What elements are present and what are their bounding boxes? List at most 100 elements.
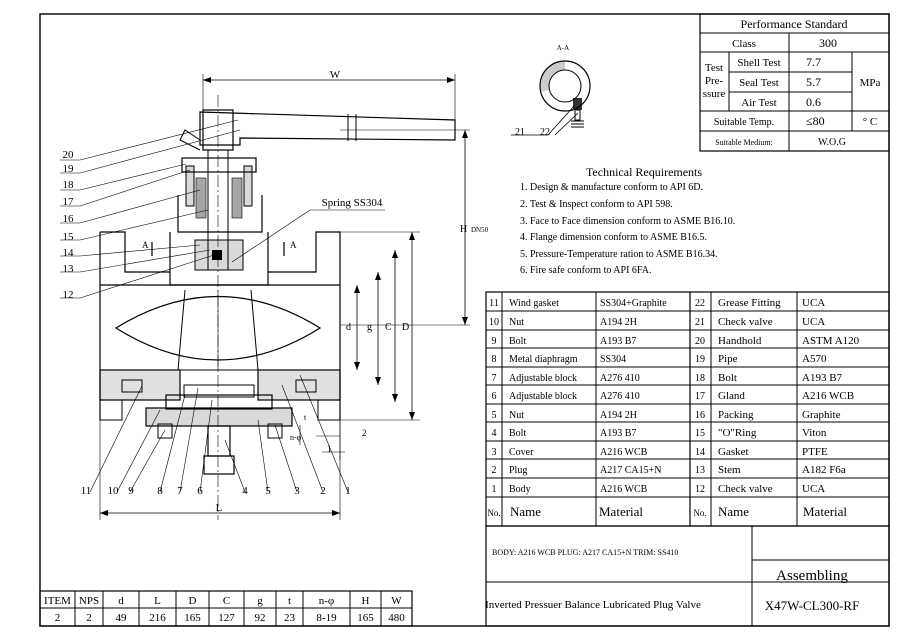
callout-2: 2 — [320, 485, 326, 497]
part-no-2: 12 — [695, 484, 705, 495]
part-material-2: PTFE — [802, 446, 828, 458]
callout-10: 10 — [108, 485, 120, 497]
technical-requirements: Technical Requirements 1. Design & manuf… — [520, 165, 735, 276]
dim-header-cell: D — [189, 595, 197, 607]
part-no-2: 18 — [695, 373, 705, 384]
part-name: Cover — [509, 447, 534, 458]
seal-test-label: Seal Test — [739, 77, 779, 89]
air-test-value: 0.6 — [806, 95, 821, 109]
part-no: 2 — [492, 465, 497, 476]
medium-value: W.O.G — [818, 137, 846, 148]
part-material-2: UCA — [802, 316, 825, 328]
dim-value-cell: 92 — [255, 612, 266, 624]
requirements-title: Technical Requirements — [586, 165, 702, 179]
part-material: A193 B7 — [600, 428, 636, 439]
parts-header-no: No. — [487, 508, 500, 518]
callout-8: 8 — [157, 485, 163, 497]
callout-6: 6 — [197, 485, 203, 497]
dim-1-label: 1 — [327, 444, 332, 454]
part-no-2: 16 — [695, 410, 705, 421]
dim-c-label: C — [385, 322, 392, 333]
part-material: A216 WCB — [600, 484, 648, 495]
parts-header-name: Name — [510, 504, 541, 519]
part-no-2: 22 — [695, 298, 705, 309]
part-no-2: 19 — [695, 354, 705, 365]
small-tag: DN50 — [471, 226, 489, 234]
part-no-2: 14 — [695, 447, 705, 458]
part-name: Plug — [509, 465, 527, 476]
part-name-2: Packing — [718, 409, 754, 421]
drawing-labels: W L DN50 A A Spring SS304 H D C g d n-φ … — [63, 69, 489, 514]
dim-value-cell: 127 — [218, 612, 235, 624]
dim-header-cell: H — [362, 595, 370, 607]
part-material: A216 WCB — [600, 447, 648, 458]
callout-21: 21 — [515, 127, 525, 138]
dim-d-small-label: d — [346, 322, 351, 333]
callout-20: 20 — [63, 149, 75, 161]
callout-18: 18 — [63, 179, 75, 191]
part-no: 4 — [492, 428, 497, 439]
part-name-2: Gasket — [718, 446, 749, 458]
dim-value-cell: 480 — [388, 612, 405, 624]
dim-header-cell: d — [118, 595, 124, 607]
dimension-table: ITEM2NPS2d49L216D165C127g92t23n-φ8-19H16… — [39, 590, 413, 627]
parts-header-no-2: No. — [693, 508, 706, 518]
part-no: 10 — [489, 317, 499, 328]
part-material: A217 CA15+N — [600, 465, 661, 476]
callout-15: 15 — [63, 231, 75, 243]
dim-g-label: g — [367, 322, 372, 333]
part-material-2: A182 F6a — [802, 464, 846, 476]
part-no-2: 15 — [695, 428, 705, 439]
part-no: 9 — [492, 336, 497, 347]
dim-value-cell: 216 — [149, 612, 166, 624]
valve-description: Inverted Pressuer Balance Lubricated Plu… — [485, 599, 701, 611]
dim-h-label: H — [460, 224, 467, 235]
temp-label: Suitable Temp. — [714, 117, 774, 128]
part-name-2: Stem — [718, 464, 741, 476]
requirement-item-1: 1. Design & manufacture conform to API 6… — [520, 182, 703, 193]
part-no: 5 — [492, 410, 497, 421]
part-name-2: "O"Ring — [718, 427, 757, 439]
part-name: Nut — [509, 410, 524, 421]
dim-header-cell: g — [257, 595, 263, 607]
part-no: 6 — [492, 391, 497, 402]
section-marker-right: A — [290, 240, 297, 250]
callout-3: 3 — [294, 485, 300, 497]
part-material: SS304 — [600, 354, 626, 365]
dim-nphi-label: n-φ — [290, 433, 302, 442]
part-no-2: 13 — [695, 465, 705, 476]
part-name: Nut — [509, 317, 524, 328]
section-marker-left: A — [142, 240, 149, 250]
part-name: Body — [509, 484, 531, 495]
parts-header-material-2: Material — [803, 504, 847, 519]
shell-test-value: 7.7 — [806, 55, 821, 69]
section-a-a-label: A-A — [557, 44, 569, 52]
class-label: Class — [732, 38, 756, 50]
performance-title: Performance Standard — [741, 17, 848, 31]
title-block: BODY: A216 WCB PLUG: A217 CA15+N TRIM: S… — [485, 525, 890, 627]
part-material-2: UCA — [802, 297, 825, 309]
part-no: 7 — [492, 373, 497, 384]
part-name: Metal diaphragm — [509, 354, 578, 365]
dim-d-label: D — [402, 322, 409, 333]
callout-19: 19 — [63, 163, 75, 175]
dim-header-cell: t — [288, 595, 291, 607]
requirement-item-6: 6. Fire safe conform to API 6FA. — [520, 265, 651, 276]
seal-test-value: 5.7 — [806, 75, 821, 89]
part-no: 1 — [492, 484, 497, 495]
dim-t-label: t — [304, 413, 307, 422]
part-name-2: Check valve — [718, 483, 773, 495]
part-name: Adjustable block — [509, 373, 577, 384]
part-material: A194 2H — [600, 317, 637, 328]
callout-9: 9 — [128, 485, 134, 497]
dim-value-cell: 165 — [357, 612, 374, 624]
dim-value-cell: 165 — [184, 612, 201, 624]
pressure-unit: MPa — [860, 77, 881, 89]
part-no-2: 20 — [695, 336, 705, 347]
model-number: X47W-CL300-RF — [765, 598, 860, 613]
callout-17: 17 — [63, 196, 75, 208]
spring-label: Spring SS304 — [322, 197, 383, 209]
part-material-2: ASTM A120 — [802, 335, 860, 347]
medium-label: Suitable Medium: — [715, 138, 773, 147]
assembling-label: Assembling — [776, 568, 848, 584]
